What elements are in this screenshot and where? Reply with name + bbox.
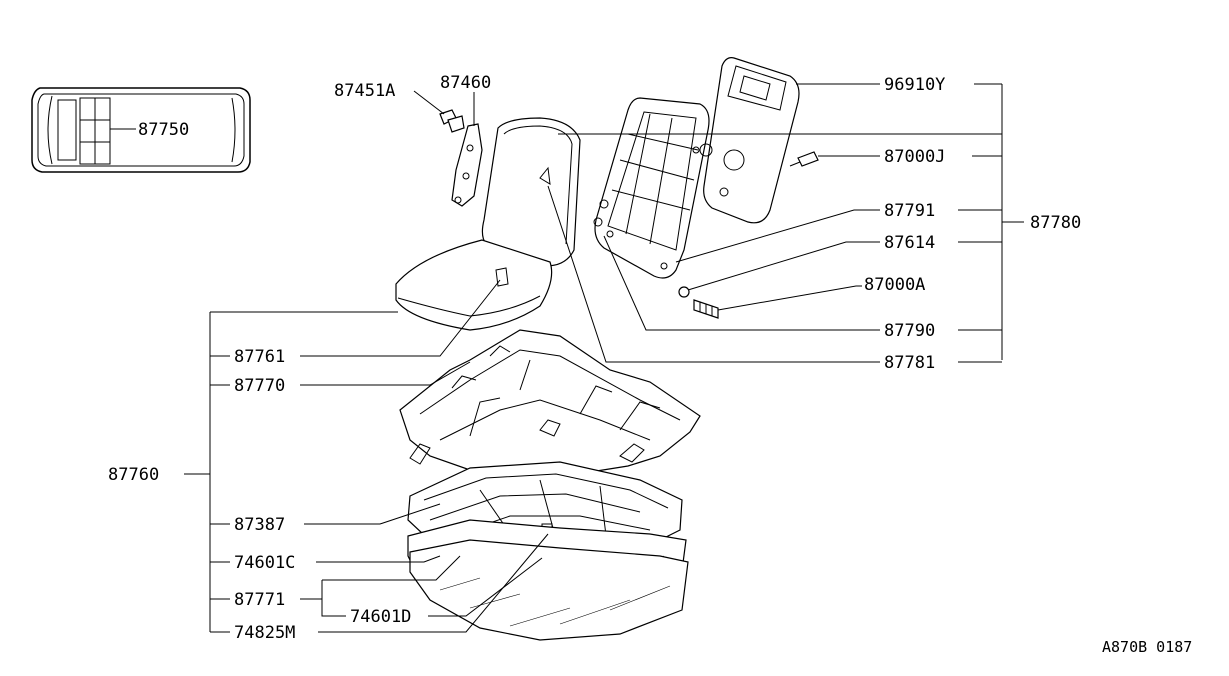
label-74825m: 74825M xyxy=(234,623,295,643)
part-labels: 87750 87451A 87460 96910Y 87000J 87791 8… xyxy=(108,73,1081,643)
label-87451a: 87451A xyxy=(334,81,395,101)
vehicle-top-view xyxy=(31,87,251,173)
label-74601d: 74601D xyxy=(350,607,411,627)
seat-frame xyxy=(399,329,701,481)
label-87460: 87460 xyxy=(440,73,491,93)
screw-87000a xyxy=(678,286,719,319)
label-74601c: 74601C xyxy=(234,553,295,573)
label-87614: 87614 xyxy=(884,233,935,253)
seat-base xyxy=(409,539,689,641)
label-87750: 87750 xyxy=(138,120,189,140)
label-87790: 87790 xyxy=(884,321,935,341)
label-87781: 87781 xyxy=(884,353,935,373)
label-87000j: 87000J xyxy=(884,147,945,167)
leader-lines xyxy=(110,83,1024,633)
seat-cushion xyxy=(395,239,553,331)
hinge-bracket xyxy=(439,109,483,207)
label-87771: 87771 xyxy=(234,590,285,610)
back-board xyxy=(699,57,800,224)
label-87387: 87387 xyxy=(234,515,285,535)
label-87760: 87760 xyxy=(108,465,159,485)
label-87000a: 87000A xyxy=(864,275,925,295)
label-87780: 87780 xyxy=(1030,213,1081,233)
seat-back-frame xyxy=(593,97,710,279)
diagram-code: A870B 0187 xyxy=(1102,638,1192,656)
screw-87000j xyxy=(789,151,819,167)
label-87791: 87791 xyxy=(884,201,935,221)
seat-back xyxy=(481,117,581,267)
label-87770: 87770 xyxy=(234,376,285,396)
label-96910y: 96910Y xyxy=(884,75,945,95)
label-87761: 87761 xyxy=(234,347,285,367)
